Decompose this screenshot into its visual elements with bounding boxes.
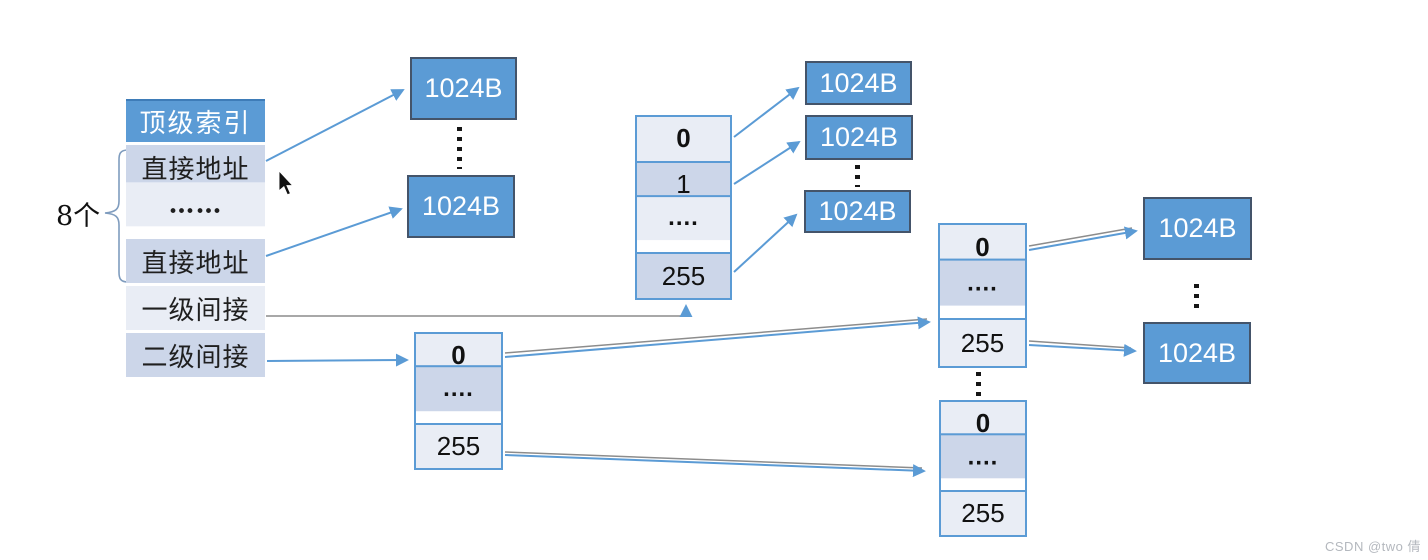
top-index-table: 顶级索引 直接地址 …… 直接地址 一级间接 二级间接 [126,99,265,377]
level2-leaf-table-top: 0 .... 255 [938,223,1027,368]
table-row-dots: .... [416,365,501,411]
table-row-0: 0 [637,117,730,161]
table-row-dots: .... [941,433,1025,479]
vertical-ellipsis-dots [457,127,462,169]
data-block-1024b: 1024B [410,57,517,120]
table-row-dots: .... [637,194,730,241]
table-row-255: 255 [637,252,730,298]
vertical-ellipsis-dots [976,372,981,396]
table-row-255: 255 [941,490,1025,535]
second-level-index-table: 0 .... 255 [414,332,503,470]
watermark: CSDN @two 倩 [1325,539,1421,554]
data-block-1024b: 1024B [1143,322,1251,384]
level2-leaf-table-bottom: 0 .... 255 [939,400,1027,537]
top-index-header: 顶级索引 [126,99,265,142]
level1-index-table: 0 1 .... 255 [635,115,732,300]
table-row-single-indirect: 一级间接 [126,286,265,330]
data-block-1024b: 1024B [805,115,913,160]
table-row-double-indirect: 二级间接 [126,333,265,377]
vertical-ellipsis-dots [855,165,860,187]
mouse-cursor-icon [277,169,295,197]
table-row-dots: .... [940,258,1025,306]
table-row-ellipsis: …… [126,182,265,227]
table-row-255: 255 [416,422,501,468]
count-brace [104,149,129,283]
table-row-direct-2: 直接地址 [126,239,265,283]
data-block-1024b: 1024B [804,190,911,233]
vertical-ellipsis-dots [1194,284,1199,308]
data-block-1024b: 1024B [407,175,515,238]
data-block-1024b: 1024B [805,61,912,105]
data-block-1024b: 1024B [1143,197,1252,260]
table-row-direct-1: 直接地址 [126,145,265,189]
table-row-255: 255 [940,318,1025,367]
count-label: 8个 [56,201,101,232]
